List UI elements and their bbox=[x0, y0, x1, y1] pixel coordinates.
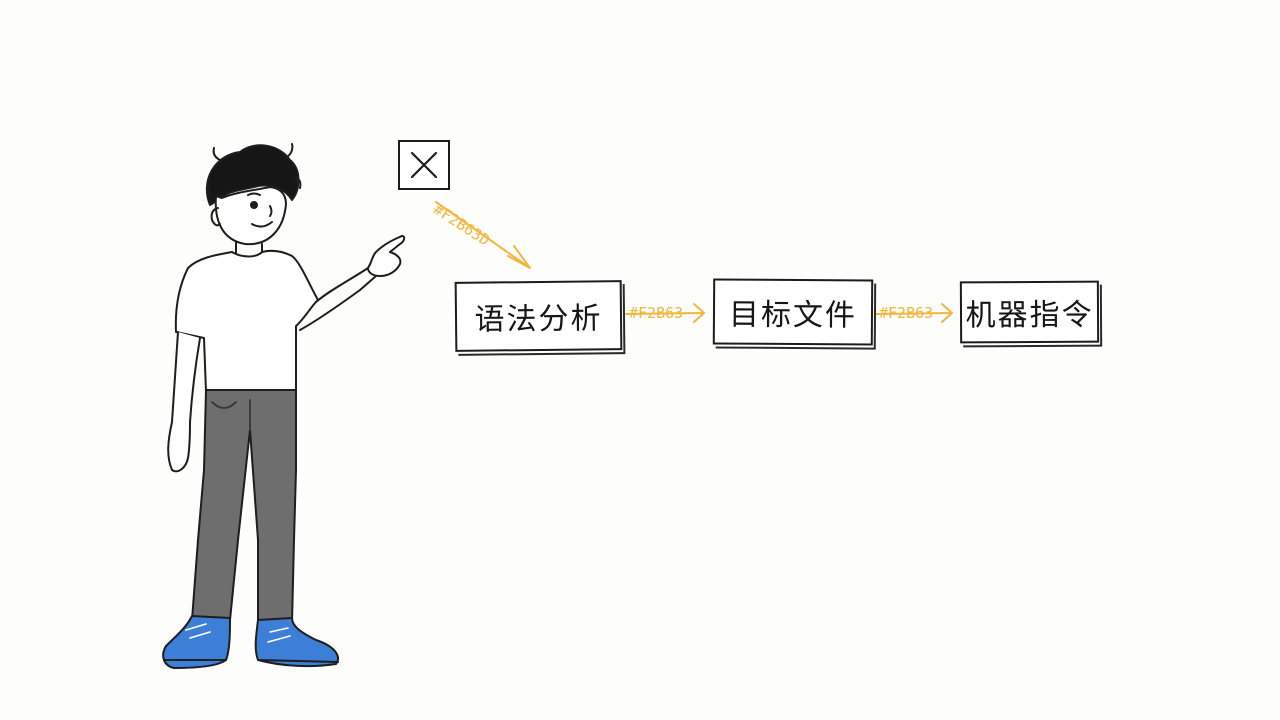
arrow-syntax-to-target bbox=[625, 303, 706, 323]
edge-label: #F2B63 bbox=[879, 304, 934, 322]
node-syntax-analysis: 语法分析 bbox=[454, 280, 623, 352]
node-target-file: 目标文件 bbox=[712, 278, 874, 346]
node-machine-instructions: 机器指令 bbox=[959, 280, 1100, 344]
arrow-close-to-syntax bbox=[435, 201, 531, 269]
close-icon bbox=[410, 151, 438, 179]
edge-label: #F2B63 bbox=[629, 304, 684, 322]
arrow-target-to-machine bbox=[875, 303, 954, 323]
node-label: 目标文件 bbox=[728, 297, 858, 334]
node-label: 机器指令 bbox=[965, 297, 1094, 334]
node-label: 语法分析 bbox=[474, 301, 603, 338]
person-illustration bbox=[162, 143, 406, 669]
close-box[interactable] bbox=[398, 140, 450, 190]
